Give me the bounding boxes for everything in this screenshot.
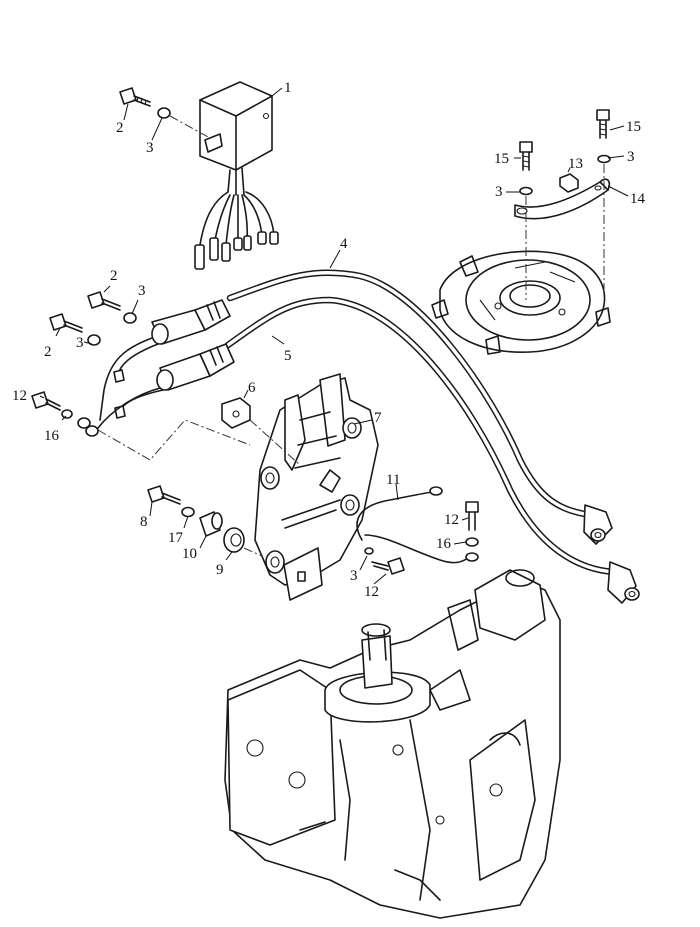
callout-2-top: 2 — [116, 120, 124, 136]
ground-wire-11 — [356, 486, 479, 564]
callout-4: 4 — [340, 236, 348, 252]
callout-2-coil-lower: 2 — [44, 344, 52, 360]
callout-15-right: 15 — [626, 119, 641, 135]
bolt-15-left — [519, 141, 533, 171]
coil-ground-wire — [97, 337, 161, 429]
callout-labels: 1 2 3 15 15 3 13 3 14 4 2 3 2 3 5 6 7 12… — [12, 80, 646, 600]
callout-2-coil-upper: 2 — [110, 268, 118, 284]
bolt-2-top — [119, 87, 151, 107]
callout-3-ground: 3 — [350, 568, 358, 584]
pulser-coil-14 — [514, 178, 611, 220]
stator-plate — [431, 250, 611, 355]
plug-lead-5 — [224, 296, 640, 604]
callout-1: 1 — [284, 80, 292, 96]
callout-3-coil-lower: 3 — [76, 335, 84, 351]
washer-3-ground — [364, 547, 374, 555]
plug-lead-4 — [226, 269, 613, 545]
callout-13: 13 — [568, 156, 583, 172]
bolt-12-ground — [371, 557, 405, 575]
leader-lines — [39, 87, 629, 585]
washer-3-coil-upper — [123, 312, 137, 324]
bolt-8 — [147, 485, 181, 505]
part-13 — [559, 173, 579, 193]
washer-17 — [181, 506, 195, 518]
callout-3-top: 3 — [146, 140, 154, 156]
callout-12-left: 12 — [12, 388, 27, 404]
callout-7: 7 — [374, 410, 382, 426]
bolt-15-right — [596, 109, 610, 139]
cdi-unit — [194, 81, 279, 270]
washer-16-right — [465, 537, 479, 547]
callout-12-ground: 12 — [364, 584, 379, 600]
callout-15-left: 15 — [494, 151, 509, 167]
callout-3-coil-upper: 3 — [138, 283, 146, 299]
grommet-9 — [223, 527, 245, 553]
bolt-12-left — [31, 391, 61, 411]
callout-12-right: 12 — [444, 512, 459, 528]
bolt-2-coil-lower — [49, 313, 83, 333]
callout-3-right: 3 — [627, 149, 635, 165]
callout-17: 17 — [168, 530, 184, 546]
coil-bracket-7 — [254, 373, 379, 601]
callout-11: 11 — [386, 472, 400, 488]
callout-16-right: 16 — [436, 536, 452, 552]
powerhead-block — [224, 569, 561, 919]
washer-3-top — [157, 107, 171, 119]
washer-16-left — [61, 409, 73, 419]
washer-3-coil-lower — [87, 334, 101, 346]
ignition-coil-upper — [113, 299, 231, 383]
collar-10 — [199, 511, 223, 537]
ring-terminal-b — [85, 425, 99, 437]
bolt-2-coil-upper — [87, 291, 121, 311]
clip-6 — [221, 397, 251, 429]
callout-6: 6 — [248, 380, 256, 396]
callout-5: 5 — [284, 348, 292, 364]
callout-8: 8 — [140, 514, 148, 530]
bolt-12-right — [465, 501, 479, 531]
callout-10: 10 — [182, 546, 197, 562]
washer-3-left — [519, 186, 533, 196]
ring-terminal-a — [77, 417, 91, 429]
callout-16-left: 16 — [44, 428, 60, 444]
callout-14: 14 — [630, 191, 646, 207]
ignition-coil-lower — [114, 343, 235, 419]
callout-9: 9 — [216, 562, 224, 578]
callout-3-left: 3 — [495, 184, 503, 200]
washer-3-right — [597, 154, 611, 164]
